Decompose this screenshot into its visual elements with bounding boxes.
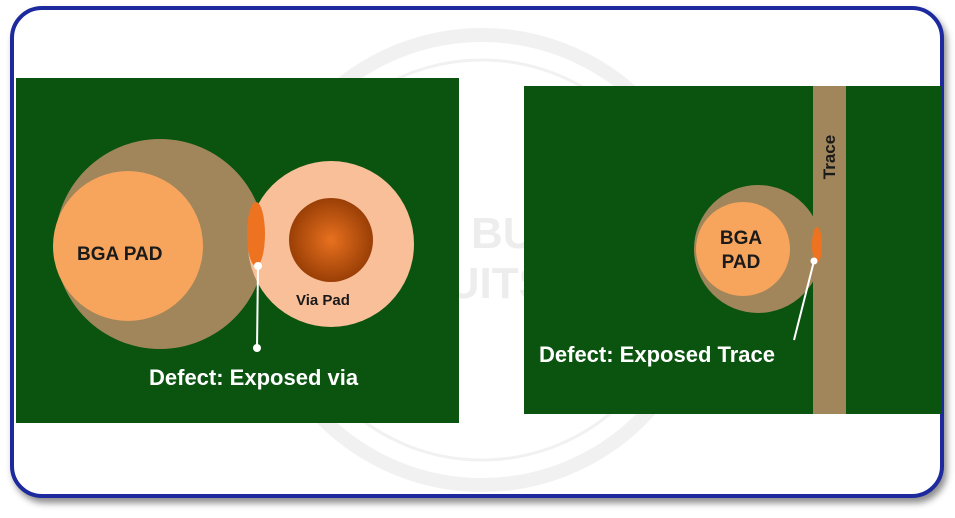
bga-label-right-line2: PAD <box>722 252 761 273</box>
left-panel: BGA PAD Via Pad Defect: Exposed via <box>16 78 459 423</box>
exposed-trace-defect <box>812 227 822 263</box>
left-defect-label: Defect: Exposed via <box>149 365 359 390</box>
right-defect-label: Defect: Exposed Trace <box>539 342 775 367</box>
left-leader-line <box>256 265 259 349</box>
right-leader-line <box>793 260 815 341</box>
left-leader-dot-top <box>254 262 262 270</box>
bga-pad-right <box>696 202 790 296</box>
trace-label: Trace <box>820 135 839 179</box>
bga-pad-label: BGA PAD <box>77 244 163 265</box>
via-hole <box>289 198 373 282</box>
bga-label-right-line1: BGA <box>720 228 763 249</box>
bga-pad <box>53 171 203 321</box>
right-leader-dot <box>810 257 818 265</box>
right-panel: BGA PAD Trace Defect: Exposed Trace <box>524 86 942 414</box>
via-pad-label: Via Pad <box>296 292 350 309</box>
exposed-via-defect <box>247 202 265 266</box>
left-leader-dot-bottom <box>253 344 261 352</box>
